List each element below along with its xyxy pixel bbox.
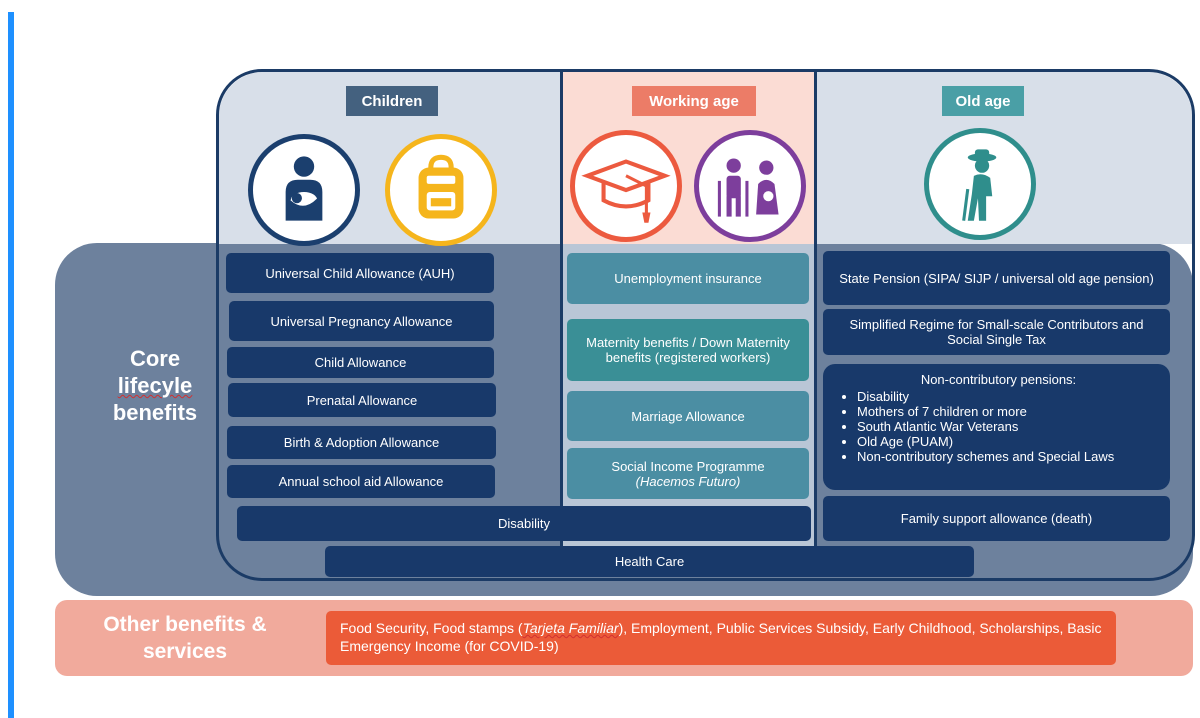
working-benefit-box: Marriage Allowance (567, 391, 809, 441)
old-age-column-title: Old age (942, 86, 1024, 116)
working-age-column-title: Working age (632, 86, 756, 116)
backpack-icon (385, 134, 497, 246)
elderly-person-icon (924, 128, 1036, 240)
benefit-title: Social Income Programme (611, 458, 765, 474)
working-benefit-box: Maternity benefits / Down Maternity bene… (567, 319, 809, 381)
list-item: Mothers of 7 children or more (857, 404, 1154, 419)
non-contributory-title: Non-contributory pensions: (920, 372, 1077, 387)
column-divider (560, 72, 563, 550)
other-text: ), Employment, Public Services Subsidy, … (340, 620, 1102, 654)
core-label-line: benefits (112, 400, 198, 425)
children-benefit-box: Annual school aid Allowance (227, 465, 495, 498)
children-benefit-box: Child Allowance (227, 347, 494, 378)
mother-baby-icon (248, 134, 360, 246)
core-label-line: lifecyle (117, 373, 193, 398)
working-benefit-box: Social Income Programme (Hacemos Futuro) (567, 448, 809, 499)
working-benefit-box: Unemployment insurance (567, 253, 809, 304)
list-item: Old Age (PUAM) (857, 434, 1154, 449)
core-lifecycle-benefits-label: Core lifecyle benefits (85, 345, 225, 426)
list-item: Disability (857, 389, 1154, 404)
other-label-line: Other benefits & (103, 613, 267, 636)
list-item: Non-contributory schemes and Special Law… (857, 449, 1154, 464)
old-age-benefit-box: State Pension (SIPA/ SIJP / universal ol… (823, 251, 1170, 305)
health-care-bar: Health Care (325, 546, 974, 577)
graduation-cap-icon (570, 130, 682, 242)
children-benefit-box: Prenatal Allowance (228, 383, 496, 417)
disability-bar: Disability (237, 506, 811, 541)
disability-icon (694, 130, 806, 242)
other-label-line: services (142, 640, 228, 663)
core-label-line: Core (129, 346, 181, 371)
benefit-subtitle: (Hacemos Futuro) (635, 473, 741, 489)
lifecycle-frame (216, 69, 1195, 581)
children-column-title: Children (346, 86, 438, 116)
other-text: Food Security, Food stamps ( (340, 620, 523, 636)
children-benefit-box: Universal Child Allowance (AUH) (226, 253, 494, 293)
other-text-italic: Tarjeta Familiar (522, 620, 619, 636)
non-contributory-pensions-box: Non-contributory pensions: Disability Mo… (823, 364, 1170, 490)
old-age-benefit-box: Family support allowance (death) (823, 496, 1170, 541)
other-benefits-label: Other benefits & services (85, 611, 285, 665)
left-accent-bar (8, 12, 14, 718)
list-item: South Atlantic War Veterans (857, 419, 1154, 434)
non-contributory-list: Disability Mothers of 7 children or more… (843, 389, 1154, 464)
children-benefit-box: Universal Pregnancy Allowance (229, 301, 494, 341)
column-divider (814, 72, 817, 550)
children-benefit-box: Birth & Adoption Allowance (227, 426, 496, 459)
old-age-benefit-box: Simplified Regime for Small-scale Contri… (823, 309, 1170, 355)
other-benefits-box: Food Security, Food stamps (Tarjeta Fami… (326, 611, 1116, 665)
